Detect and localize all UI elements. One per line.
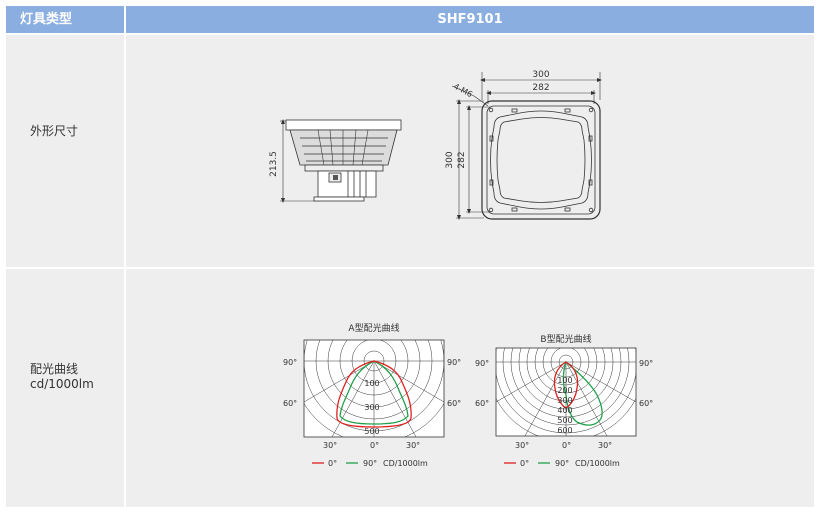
dim-height-outer: 300: [445, 151, 455, 168]
table-header: 灯具类型 SHF9101: [6, 6, 814, 33]
curve-a-angle-label: 30°: [323, 441, 337, 450]
curve-b-angle-label: 90°: [639, 359, 653, 368]
legend-red-label: 0°: [520, 459, 529, 468]
curve-a-angle-label: 30°: [406, 441, 420, 450]
dim-width-inner: 282: [532, 83, 549, 93]
light-curve-label: 配光曲线: [30, 362, 79, 376]
curve-b-ring-label: 600: [557, 426, 572, 435]
legend-unit: CD/1000lm: [383, 459, 428, 468]
curve-b-ring-label: 400: [557, 406, 572, 415]
curve-b-ring-label: 300: [557, 396, 572, 405]
curve-b-grid: 100 200 300 400 500 600: [496, 348, 636, 436]
curve-a-title: A型配光曲线: [348, 322, 399, 334]
legend-green-label: 90°: [555, 459, 569, 468]
curve-b-angle-label: 90°: [475, 359, 489, 368]
row-label-dimensions: 外形尺寸: [30, 124, 79, 138]
curve-a-angle-label: 90°: [283, 358, 297, 367]
curve-a-angle-label: 60°: [283, 399, 297, 408]
curve-b-angle-label: 30°: [515, 441, 529, 450]
curve-chart-a: A型配光曲线 100 300 500: [283, 322, 461, 468]
curve-a-angle-label: 90°: [447, 358, 461, 367]
curve-a-legend: 0° 90° CD/1000lm: [312, 459, 428, 468]
curve-b-ring-label: 500: [557, 416, 572, 425]
light-curve-unit: cd/1000lm: [30, 377, 94, 391]
curve-chart-b: B型配光曲线: [475, 333, 653, 468]
side-view-drawing: [280, 119, 402, 203]
curve-a-grid: 100 300 500: [304, 340, 444, 437]
legend-green-label: 90°: [363, 459, 377, 468]
dim-height-inner: 282: [457, 151, 467, 168]
curve-b-title: B型配光曲线: [540, 333, 591, 345]
row-divider: [124, 35, 126, 267]
curve-a-angle-label: 0°: [370, 441, 379, 450]
row-divider: [124, 269, 126, 507]
row-dimensions: 外形尺寸: [6, 35, 814, 267]
legend-unit: CD/1000lm: [575, 459, 620, 468]
curve-b-ring-label: 100: [557, 376, 572, 385]
curve-b-ring-label: 200: [557, 386, 572, 395]
header-model: SHF9101: [437, 12, 503, 27]
curve-a-ring-label: 300: [364, 403, 379, 412]
curve-b-angle-label: 0°: [562, 441, 571, 450]
curve-a-ring-label: 500: [364, 427, 379, 436]
dim-width-outer: 300: [532, 70, 549, 80]
curve-b-angle-label: 60°: [639, 399, 653, 408]
curve-a-angle-label: 60°: [447, 399, 461, 408]
curve-b-angle-label: 30°: [598, 441, 612, 450]
row-label-light-curve: 配光曲线 cd/1000lm: [30, 362, 94, 392]
dim-side-height: 213.5: [269, 151, 279, 177]
front-view-drawing: [451, 72, 602, 220]
legend-red-label: 0°: [328, 459, 337, 468]
curve-b-angle-label: 60°: [475, 399, 489, 408]
curve-a-ring-label: 100: [364, 379, 379, 388]
curve-b-legend: 0° 90° CD/1000lm: [504, 459, 620, 468]
header-lamp-type: 灯具类型: [20, 12, 73, 27]
header-divider: [124, 6, 126, 33]
